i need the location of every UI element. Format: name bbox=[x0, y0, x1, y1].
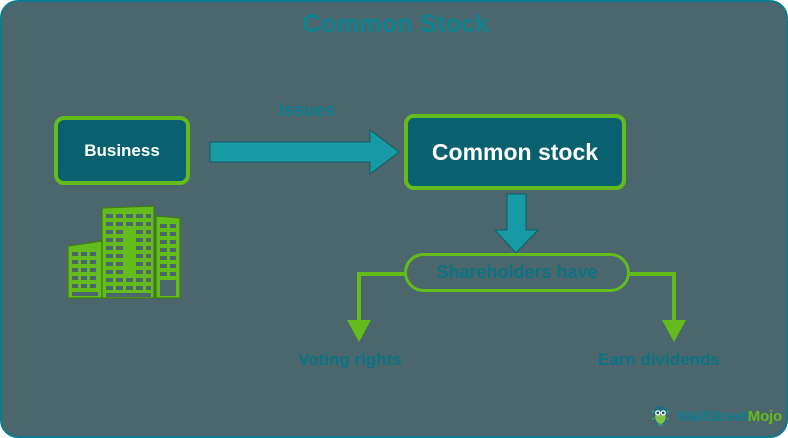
node-common-stock[interactable]: Common stock bbox=[404, 114, 626, 190]
logo-text-primary: WallStreet bbox=[677, 407, 748, 425]
leaf-label-voting-rights: Voting rights bbox=[298, 350, 402, 369]
building-icon bbox=[67, 205, 181, 299]
logo-text: WallStreetMojo bbox=[677, 408, 782, 425]
owl-mascot-icon bbox=[650, 405, 671, 427]
elbow-arrow-left-icon bbox=[347, 272, 405, 342]
node-business-label: Business bbox=[84, 140, 160, 160]
node-shareholders-have[interactable]: Shareholders have bbox=[404, 253, 630, 292]
node-business[interactable]: Business bbox=[54, 116, 190, 185]
node-common-stock-label: Common stock bbox=[431, 138, 599, 165]
elbow-arrow-right-icon bbox=[630, 272, 686, 342]
edge-label-issues: Issues bbox=[278, 100, 336, 120]
node-shareholders-have-label: Shareholders have bbox=[436, 262, 598, 282]
leaf-label-earn-dividends: Earn dividends bbox=[598, 350, 720, 369]
logo-text-secondary: Mojo bbox=[747, 407, 782, 425]
arrow-right-icon bbox=[209, 128, 400, 176]
wallstreetmojo-logo[interactable]: WallStreetMojo bbox=[648, 398, 782, 434]
page-title: Common Stock bbox=[302, 10, 490, 38]
arrow-down-icon bbox=[493, 193, 540, 254]
